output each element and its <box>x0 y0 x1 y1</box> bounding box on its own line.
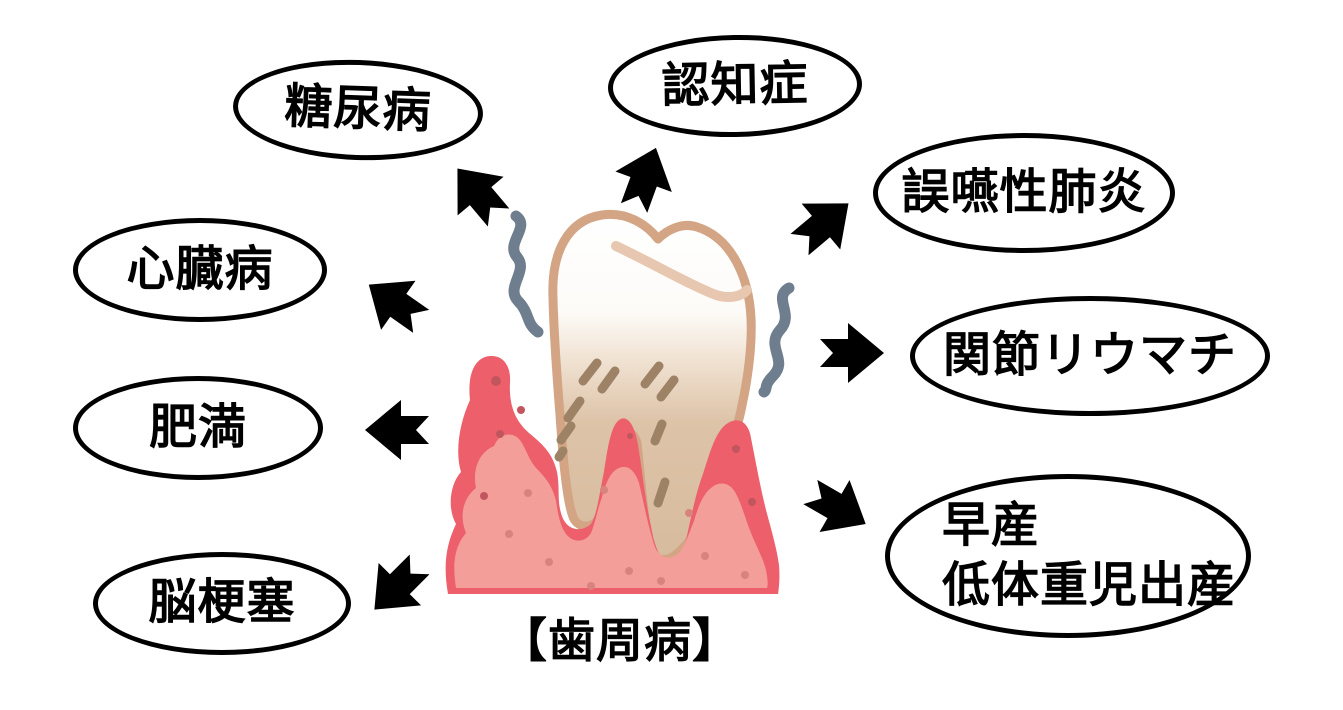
node-rheumatoid-arthritis: 関節リウマチ <box>910 296 1270 416</box>
tooth-highlight <box>611 241 752 303</box>
gum-dots-light <box>505 486 749 590</box>
node-label: 心臓病 <box>126 242 274 296</box>
node-cerebral-infarction: 脳梗塞 <box>93 552 351 655</box>
node-label-line1: 早産 <box>942 499 1041 552</box>
center-label: 【歯周病】 <box>500 614 740 667</box>
node-label: 脳梗塞 <box>148 576 296 630</box>
node-obesity: 肥満 <box>73 376 323 480</box>
node-label: 関節リウマチ <box>942 328 1237 382</box>
node-premature-birth: 早産 低体重児出産 <box>885 474 1251 638</box>
arrow-to-obesity <box>365 400 429 460</box>
gum-dots-dark <box>480 376 756 506</box>
node-label: 肥満 <box>148 400 247 454</box>
arrow-to-heart-disease <box>352 260 439 346</box>
arrow-to-rheumatoid-arthritis <box>820 323 884 383</box>
arrow-to-premature-birth <box>795 466 880 550</box>
arrow-to-dementia <box>606 138 684 219</box>
arrow-to-diabetes <box>434 149 521 237</box>
wobble-line-left <box>508 210 544 338</box>
diseased-tooth-illustration <box>445 209 795 594</box>
node-heart-disease: 心臓病 <box>73 218 327 322</box>
wobble-line-right <box>758 282 795 398</box>
node-diabetes: 糖尿病 <box>231 55 485 165</box>
node-dementia: 認知症 <box>607 32 863 140</box>
arrow-to-cerebral-infarction <box>353 543 441 631</box>
node-label: 糖尿病 <box>283 80 433 139</box>
node-label: 誤嚥性肺炎 <box>901 165 1147 219</box>
arrow-to-aspiration-pneumonia <box>780 180 868 267</box>
node-label-line2: 低体重児出産 <box>942 559 1237 612</box>
tartar-marks <box>554 358 679 508</box>
node-aspiration-pneumonia: 誤嚥性肺炎 <box>873 133 1175 253</box>
node-label: 認知症 <box>661 57 809 113</box>
inflamed-gums <box>445 355 780 594</box>
